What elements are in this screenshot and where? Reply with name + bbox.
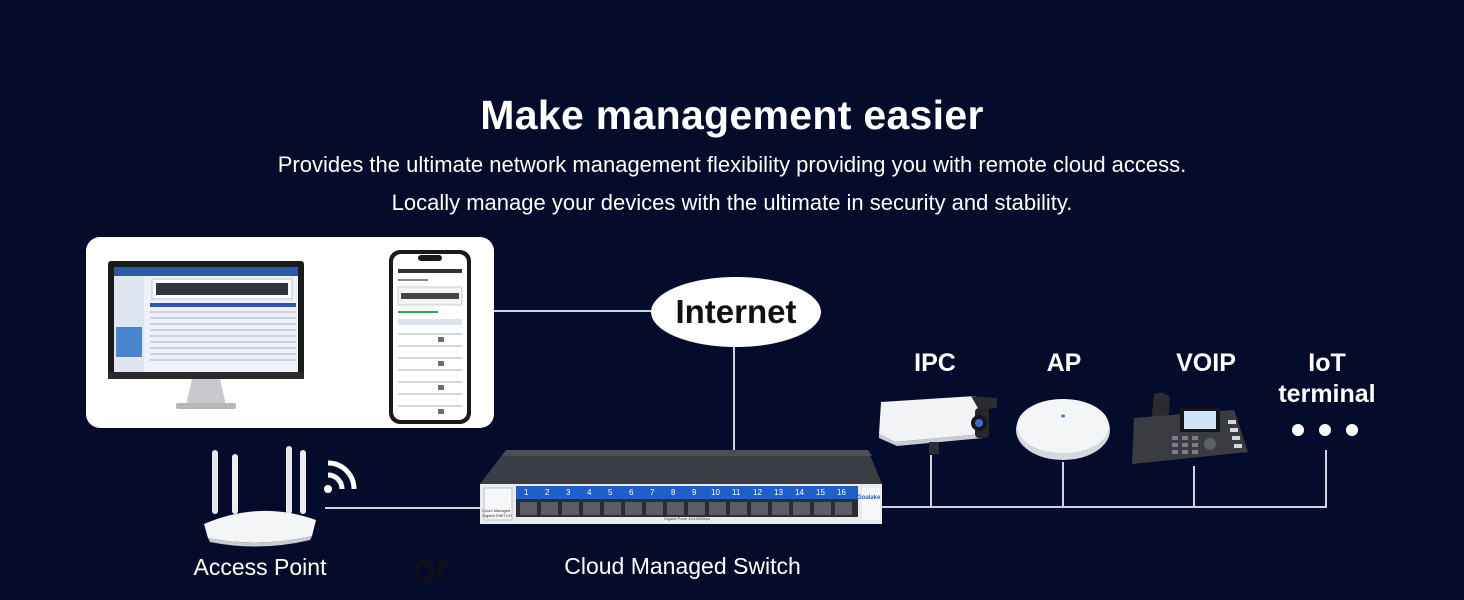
access-point-label: Access Point <box>193 554 327 580</box>
management-card: or <box>86 237 494 591</box>
voip-label: VOIP <box>1176 349 1236 377</box>
port-number: 4 <box>587 488 592 497</box>
switch-panel-text: Cloud Managed Gigabit SWITCH <box>482 508 512 518</box>
line-ipc-drop <box>930 455 932 507</box>
port-number: 3 <box>566 488 571 497</box>
line-card-to-internet <box>494 310 651 312</box>
port-number: 5 <box>608 488 613 497</box>
ap-device-icon <box>1016 399 1110 460</box>
line-internet-to-switch <box>733 347 735 455</box>
ipc-label: IPC <box>914 349 956 377</box>
port-number: 14 <box>795 488 804 497</box>
port-number: 1 <box>524 488 529 497</box>
ipc-camera-icon <box>879 396 997 454</box>
line-ap-drop <box>1062 462 1064 507</box>
switch-icon <box>480 450 882 524</box>
port-number: 9 <box>692 488 697 497</box>
page-title: Make management easier <box>480 92 984 138</box>
internet-bubble: Internet <box>651 277 821 347</box>
wifi-signal-icon <box>324 460 357 493</box>
ap-label: AP <box>1046 349 1082 377</box>
port-number: 11 <box>732 488 741 497</box>
line-switch-to-devices <box>880 506 1327 508</box>
port-number: 16 <box>837 488 846 497</box>
switch-label: Cloud Managed Switch <box>564 553 801 579</box>
switch-port-caption: Gigabit Ports 10/100Mbps <box>663 516 711 521</box>
router-icon <box>204 446 316 547</box>
port-number: 10 <box>711 488 720 497</box>
voip-phone-icon <box>1132 392 1248 464</box>
port-number: 2 <box>545 488 550 497</box>
port-number: 7 <box>650 488 655 497</box>
port-number: 13 <box>774 488 783 497</box>
port-number: 8 <box>671 488 676 497</box>
port-number: 12 <box>753 488 762 497</box>
or-separator: or <box>413 547 449 591</box>
switch-brand: Goalake <box>857 495 881 501</box>
switch-port-numbers: 1 2 3 4 5 6 7 8 9 10 11 12 13 14 15 16 <box>516 487 858 500</box>
subtitle-line-2: Locally manage your devices with the ult… <box>391 190 1073 215</box>
port-number: 6 <box>629 488 634 497</box>
line-ap-to-switch <box>325 507 485 509</box>
port-number: 15 <box>816 488 825 497</box>
line-voip-drop <box>1193 466 1195 507</box>
line-iot-drop <box>1325 450 1327 507</box>
subtitle-line-1: Provides the ultimate network management… <box>277 152 1187 177</box>
ellipsis-icon <box>1292 424 1358 436</box>
iot-label-line-2: terminal <box>1278 380 1376 408</box>
iot-label-line-1: IoT <box>1308 349 1346 377</box>
smartphone-icon <box>389 250 471 424</box>
desktop-monitor-icon <box>108 261 304 409</box>
